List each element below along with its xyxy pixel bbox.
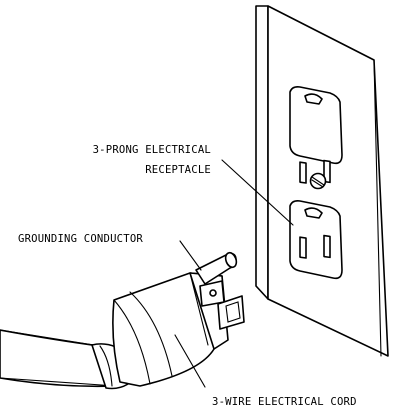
- flat-prong-top: [199, 280, 225, 307]
- slot-upper-right: [323, 159, 331, 184]
- label-cord: 3-WIRE ELECTRICAL CORD: [212, 396, 357, 408]
- plate-screw-icon: [309, 172, 327, 190]
- ground-hole-upper: [304, 93, 323, 105]
- slot-lower-right: [323, 234, 331, 259]
- flat-prong-bottom: [217, 295, 245, 330]
- slot-lower-left: [299, 236, 307, 259]
- grounding-pin: [195, 251, 238, 285]
- lower-receptacle: [289, 200, 343, 280]
- outlet-plate-icon: [255, 5, 389, 357]
- label-receptacle-line2: RECEPTACLE: [145, 164, 211, 176]
- slot-upper-left: [299, 161, 307, 184]
- ground-hole-lower: [304, 207, 323, 219]
- wall-plate-side: [255, 5, 269, 300]
- three-prong-plug-icon: [112, 251, 245, 387]
- upper-receptacle: [289, 86, 343, 184]
- leader-lines: [174, 159, 294, 388]
- plug-body: [112, 272, 223, 387]
- power-cord-icon: [0, 329, 129, 390]
- leader-grounding: [179, 240, 202, 271]
- label-receptacle-line1: 3-PRONG ELECTRICAL: [93, 144, 211, 156]
- leader-receptacle: [221, 159, 294, 226]
- label-grounding-conductor: GROUNDING CONDUCTOR: [18, 233, 143, 245]
- leader-cord: [174, 334, 206, 388]
